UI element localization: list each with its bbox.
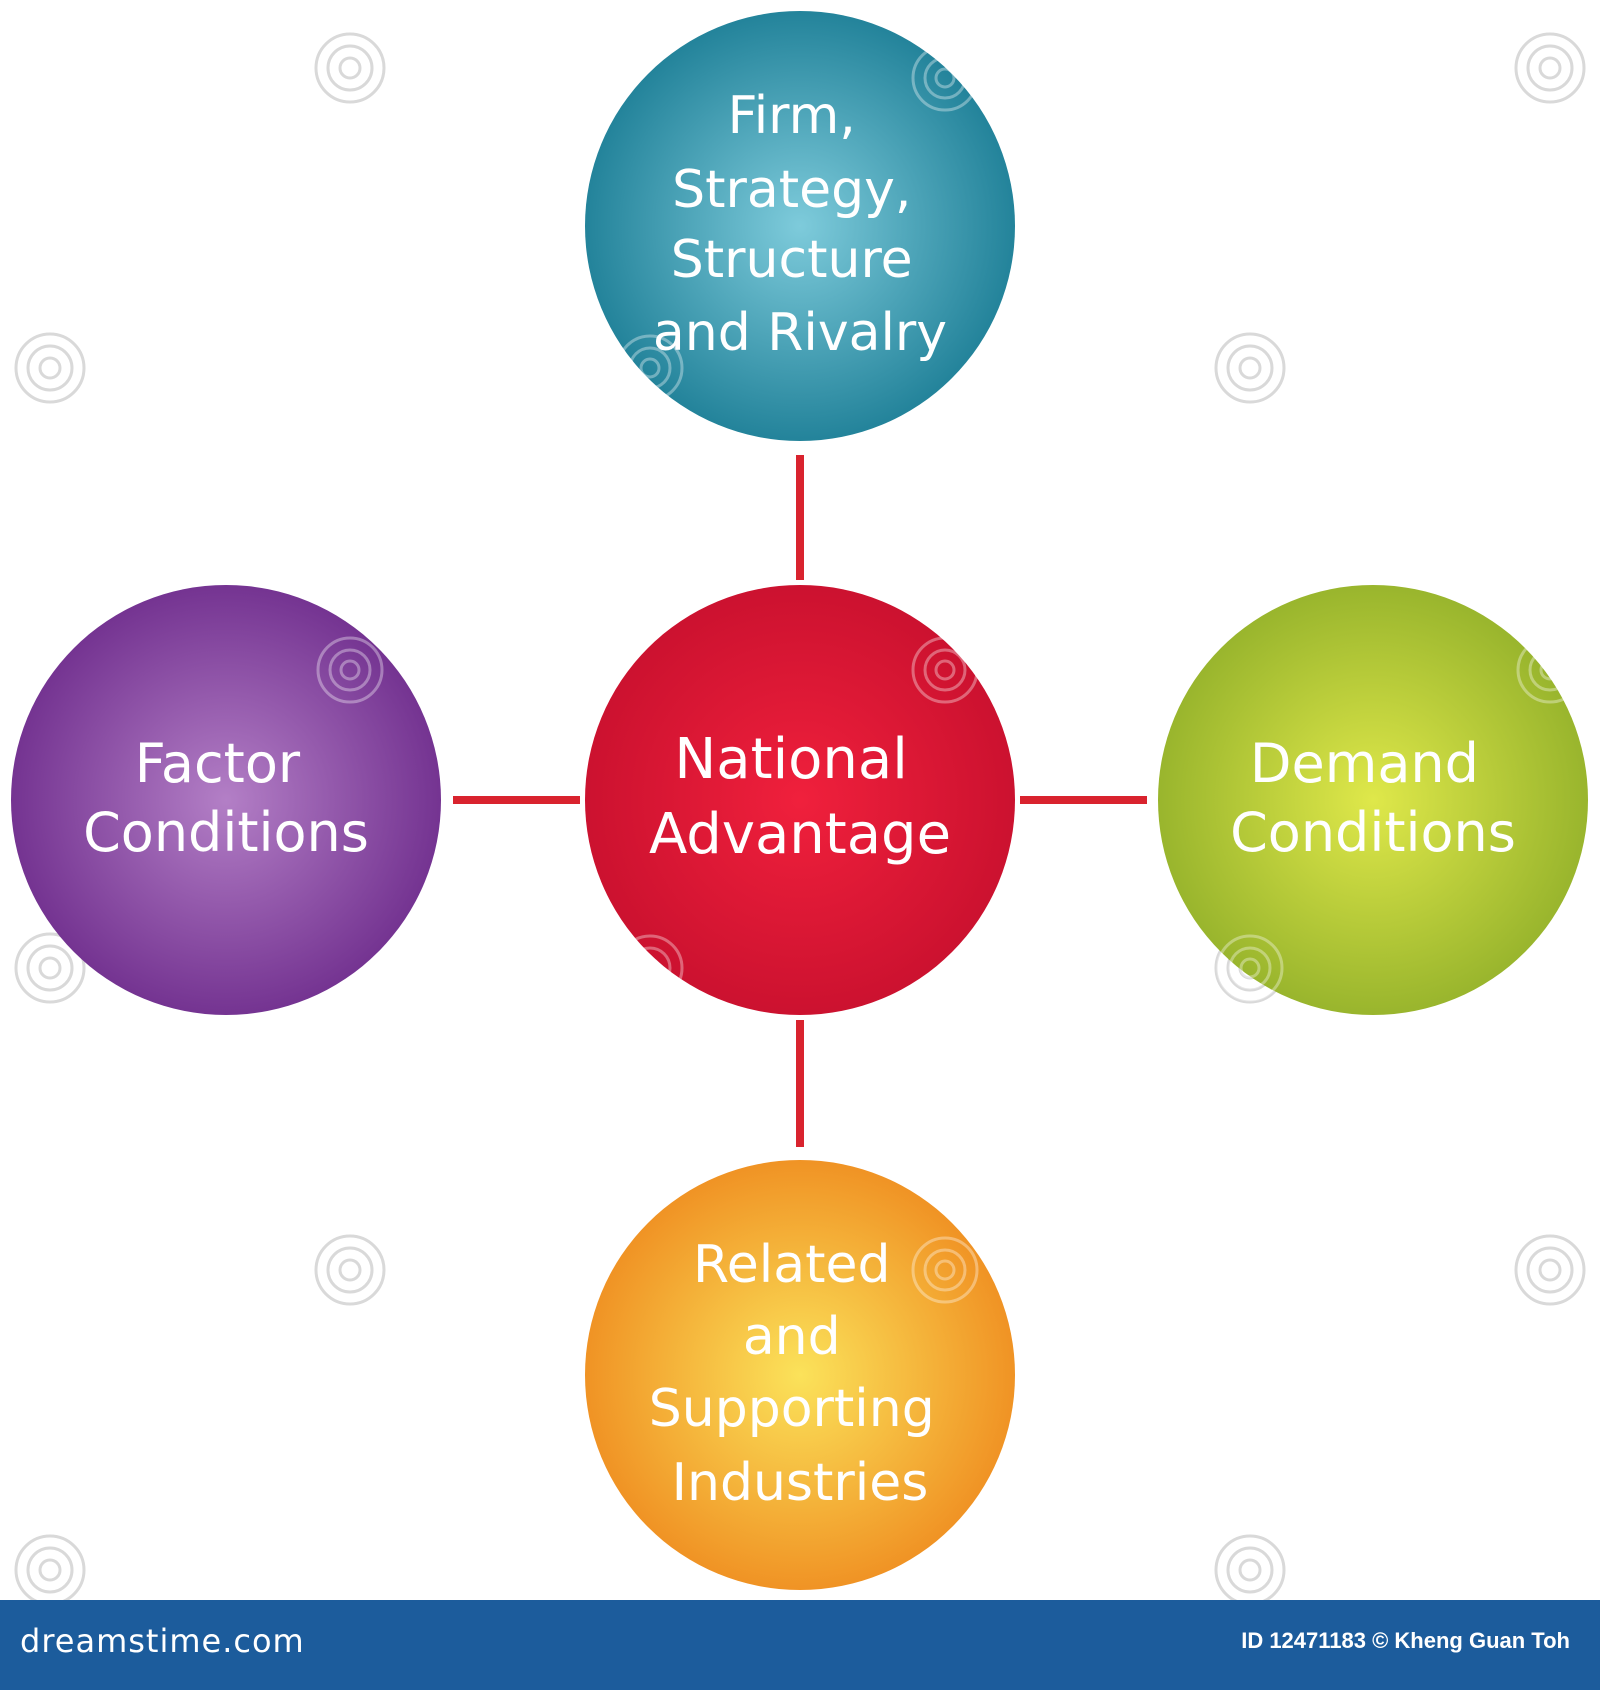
watermark-spiral-icon bbox=[314, 1234, 386, 1306]
label-line: Strategy, bbox=[672, 160, 911, 220]
label-line: Industries bbox=[672, 1453, 929, 1513]
watermark-spiral-icon bbox=[14, 332, 86, 404]
node-label: Related and Supporting Industries bbox=[649, 1235, 952, 1513]
node-label: Factor Conditions bbox=[83, 732, 369, 864]
node-national-advantage: National Advantage bbox=[585, 585, 1015, 1015]
footer-bar: dreamstime.com ID 12471183 © Kheng Guan … bbox=[0, 1600, 1600, 1690]
label-line: Demand bbox=[1250, 732, 1479, 795]
watermark-spiral-icon bbox=[1216, 934, 1284, 1002]
label-line: Conditions bbox=[83, 801, 369, 864]
footer-credit: ID 12471183 © Kheng Guan Toh bbox=[1241, 1628, 1570, 1653]
watermark-spiral-icon bbox=[911, 636, 979, 704]
watermark-spiral-icon bbox=[1516, 636, 1584, 704]
watermark-spiral-icon bbox=[616, 934, 684, 1002]
node-circle bbox=[11, 585, 441, 1015]
watermark-spiral-icon bbox=[911, 1236, 979, 1304]
label-line: Firm, bbox=[728, 86, 856, 146]
node-label: Demand Conditions bbox=[1230, 732, 1516, 864]
watermark-spiral-icon bbox=[911, 44, 979, 112]
node-firm-strategy: Firm, Strategy, Structure and Rivalry bbox=[585, 11, 1015, 441]
node-circle bbox=[585, 585, 1015, 1015]
label-line: Related bbox=[693, 1235, 891, 1295]
label-line: Advantage bbox=[649, 802, 951, 867]
node-circle bbox=[585, 1160, 1015, 1590]
watermark-spiral-icon bbox=[1214, 1534, 1286, 1600]
label-line: Conditions bbox=[1230, 801, 1516, 864]
watermark-spiral-icon bbox=[314, 32, 386, 104]
node-label: Firm, Strategy, Structure and Rivalry bbox=[653, 86, 947, 363]
watermark-spiral-icon bbox=[316, 636, 384, 704]
node-factor-conditions: Factor Conditions bbox=[11, 585, 441, 1015]
connector-lines bbox=[453, 455, 1147, 1147]
label-line: National bbox=[674, 727, 907, 792]
watermark-spiral-icon bbox=[1514, 1234, 1586, 1306]
node-demand-conditions: Demand Conditions bbox=[1158, 585, 1588, 1015]
label-line: Structure bbox=[671, 230, 913, 290]
footer-brand[interactable]: dreamstime.com bbox=[20, 1622, 305, 1660]
watermark-spiral-icon bbox=[616, 334, 684, 402]
node-label: National Advantage bbox=[649, 727, 951, 867]
node-circle bbox=[1158, 585, 1588, 1015]
label-line: Supporting bbox=[649, 1379, 935, 1439]
watermark-spiral-icon bbox=[14, 1534, 86, 1600]
watermark-spiral-icon bbox=[14, 932, 86, 1004]
label-line: and bbox=[743, 1307, 841, 1367]
label-line: Factor bbox=[135, 732, 301, 795]
node-related-industries: Related and Supporting Industries bbox=[585, 1160, 1015, 1590]
porter-diamond-diagram: Firm, Strategy, Structure and Rivalry Fa… bbox=[11, 11, 1588, 1600]
label-line: and Rivalry bbox=[653, 303, 947, 363]
node-circle bbox=[585, 11, 1015, 441]
watermark-spiral-icon bbox=[1514, 32, 1586, 104]
watermark-spiral-icon bbox=[1214, 332, 1286, 404]
